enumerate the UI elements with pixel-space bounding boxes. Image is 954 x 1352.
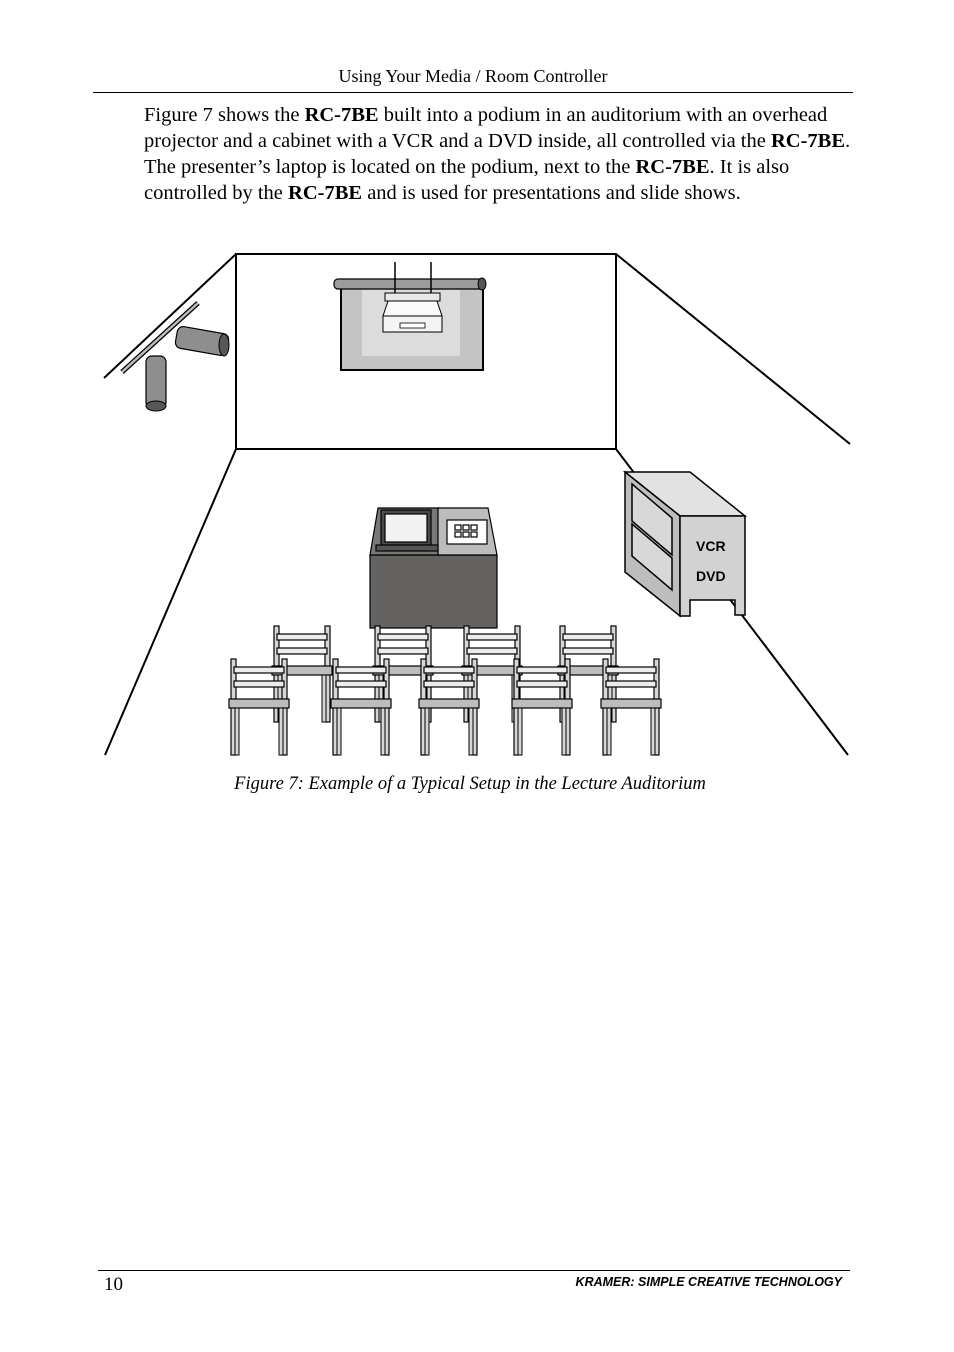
product-name: RC-7BE (635, 156, 710, 178)
page-number: 10 (104, 1274, 123, 1295)
chair (511, 658, 573, 756)
paragraph: Figure 7 shows the RC-7BE built into a p… (144, 102, 856, 206)
body-paragraph: Figure 7 shows the RC-7BE built into a p… (144, 102, 856, 206)
speakers (120, 301, 230, 412)
chair (418, 658, 480, 756)
dvd-label: DVD (696, 568, 726, 584)
running-header: Using Your Media / Room Controller (338, 66, 608, 86)
text-run: . The presenter’s laptop is located on t… (144, 130, 851, 178)
footer-rule (98, 1270, 850, 1271)
podium (369, 507, 498, 629)
av-cabinet: VCR DVD (622, 470, 748, 618)
chair (600, 658, 662, 756)
footer-brand: KRAMER: SIMPLE CREATIVE TECHNOLOGY (575, 1275, 842, 1289)
text-run: and is used for presentations and slide … (362, 182, 741, 204)
text-run: built into a podium in an auditorium wit… (144, 104, 828, 152)
figure-caption: Figure 7: Example of a Typical Setup in … (234, 774, 706, 794)
projector (382, 262, 443, 333)
text-run: . It is also controlled by the (144, 156, 790, 204)
text-run: Figure 7 shows the (144, 104, 305, 126)
chair (330, 658, 392, 756)
product-name: RC-7BE (288, 182, 363, 204)
product-name: RC-7BE (304, 104, 379, 126)
header-rule (93, 92, 853, 93)
chair (228, 658, 290, 756)
vcr-label: VCR (696, 538, 726, 554)
auditorium-figure: VCR DVD (103, 253, 851, 756)
product-name: RC-7BE (770, 130, 846, 152)
